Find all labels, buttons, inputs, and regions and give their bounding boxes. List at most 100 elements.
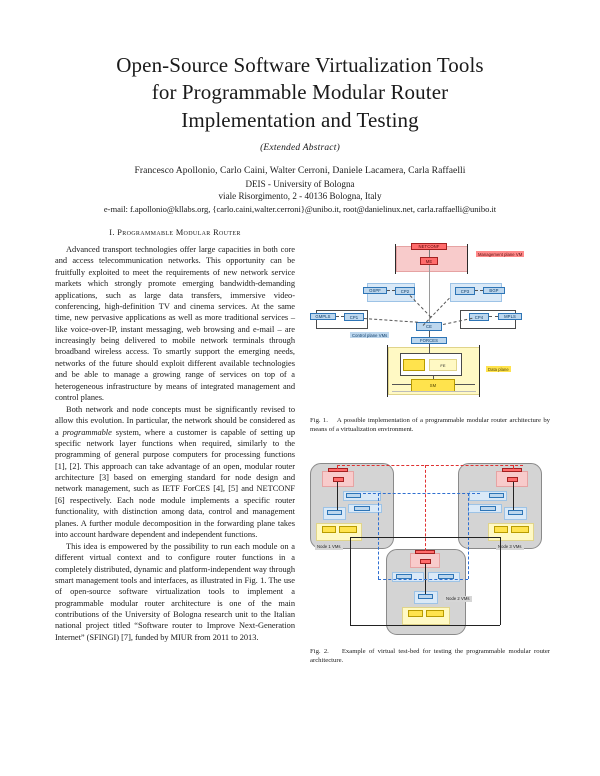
paper-subtitle: (Extended Abstract) (260, 142, 340, 153)
paragraph-2-part-b: system, where a customer is capable of s… (55, 427, 295, 539)
data-left-bar (387, 345, 389, 397)
right-column: NETCONF ME Management plane VM OSPF CP2 … (310, 228, 550, 665)
section-number: I. (109, 228, 115, 237)
node3-label: Node 3 VMs (496, 543, 524, 550)
email-line: e-mail: f.apollonio@kllabs.org, {carlo.c… (103, 203, 497, 214)
page-title: Open-Source Software Virtualization Tool… (55, 52, 545, 134)
paper-header: Open-Source Software Virtualization Tool… (55, 52, 545, 214)
title-line-3: Implementation and Testing (181, 107, 419, 132)
cp1-box: CP1 (344, 313, 364, 321)
ospf-cp2-link (387, 290, 395, 291)
node3-fe (494, 525, 508, 533)
forces-fe-link (429, 344, 430, 353)
forces-box: FORCES (411, 337, 447, 344)
node1-cp-b (354, 505, 370, 511)
cp4-box: CP4 (469, 313, 489, 321)
figure-1-caption: Fig. 1. A possible implementation of a p… (310, 417, 550, 435)
figure-2-caption-text: Example of virtual test-bed for testing … (310, 647, 551, 664)
node2-ce (418, 593, 433, 599)
node3-netconf (502, 467, 522, 472)
node2-sm (426, 609, 444, 617)
node1-cp-a (346, 492, 361, 498)
fe-box: FE (429, 359, 457, 371)
mgmt-network-node3-drop (513, 464, 514, 469)
figure-1-caption-text: A possible implementation of a programma… (310, 417, 551, 433)
me-ce-link (429, 265, 430, 322)
node1-sm (339, 525, 357, 533)
fe-sub-box (403, 359, 425, 371)
section-heading: I. Programmable Modular Router (55, 228, 295, 237)
control-network-left-drop (378, 492, 379, 579)
title-line-1: Open-Source Software Virtualization Tool… (116, 53, 484, 77)
node2-cp-b (438, 573, 454, 579)
postal-address: viale Risorgimento, 2 - 40136 Bologna, I… (218, 190, 382, 201)
title-line-2: for Programmable Modular Router (151, 80, 449, 105)
cp3-bgp-link (475, 290, 483, 291)
node1-label: Node 1 VMs (315, 543, 343, 550)
me-box: ME (420, 257, 438, 265)
paragraph-2: Both network and node concepts must be s… (55, 404, 295, 541)
paragraph-2-emphasis: programmable (62, 427, 112, 437)
figure-2-image: Node 1 VMs Node 3 VMs (310, 441, 550, 641)
netconf-me-link (429, 250, 430, 257)
node1-fe (322, 525, 336, 533)
cp2-ce-link (409, 295, 432, 318)
node3-cp-region-a (469, 490, 507, 501)
node3-me (507, 476, 518, 482)
affiliation: DEIS - University of Bologna (245, 178, 355, 189)
ce-forces-link (429, 331, 430, 337)
paragraph-3: This idea is empowered by the possibilit… (55, 541, 295, 642)
control-network-horizontal (358, 492, 480, 494)
node2-label: Node 2 VMs (444, 595, 472, 602)
sm-in-link (392, 384, 411, 385)
figure-1-image: NETCONF ME Management plane VM OSPF CP2 … (310, 232, 550, 410)
data-network-horizontal (350, 536, 500, 538)
mgmt-network-node2-drop (425, 464, 426, 551)
cp1-ce-link (363, 318, 418, 323)
figure-2-caption: Fig. 2. Example of virtual test-bed for … (310, 648, 550, 666)
node1-netconf (328, 467, 348, 472)
mgmt-network-horizontal (337, 464, 523, 466)
section-title: Programmable Modular Router (117, 228, 241, 237)
node2-fe (408, 609, 423, 617)
node1-me (333, 476, 344, 482)
mgmt-left-bar (395, 244, 397, 274)
data-right-bar (479, 345, 481, 397)
mgmt-network-node1-drop (337, 464, 338, 469)
node3-me-ce-link (513, 481, 514, 510)
paragraph-2-part-a: Both network and node concepts must be s… (55, 404, 295, 437)
gmpls-box: GMPLS (310, 313, 336, 320)
control-network-bottom (378, 578, 468, 580)
data-network-bottom (350, 624, 500, 626)
data-network-right-drop (500, 536, 501, 625)
data-plane-label: Data plane (486, 366, 511, 372)
management-plane-label: Management plane VM (476, 251, 525, 257)
sm-out-link (455, 384, 475, 385)
mgmt-right-bar (467, 244, 469, 274)
ospf-box: OSPF (363, 287, 387, 294)
data-network-left-drop (350, 536, 351, 625)
ce-box: CE (416, 322, 442, 331)
node2-me (420, 558, 431, 564)
gmpls-cp1-link (336, 316, 344, 317)
node1-me-ce-link (337, 481, 338, 510)
bgp-box: BGP (483, 287, 505, 294)
control-network-right-drop (468, 492, 469, 579)
fe-sm-link (433, 376, 434, 379)
paragraph-1: Advanced transport technologies offer la… (55, 245, 295, 402)
author-list: Francesco Apollonio, Carlo Caini, Walter… (134, 164, 466, 176)
left-column: I. Programmable Modular Router Advanced … (55, 228, 295, 644)
node3-cp-a (489, 492, 504, 498)
control-plane-label: Control plane VMs (350, 332, 390, 338)
cp4-mpls-link (489, 316, 498, 317)
data-bus (392, 391, 476, 392)
mpls-box: MPLS (498, 313, 522, 320)
node3-ce (508, 509, 523, 515)
cp2-box: CP2 (395, 287, 415, 295)
node1-cp-region-a (343, 490, 381, 501)
figure-1-label: Fig. 1. (310, 417, 328, 424)
node3-cp-b (480, 505, 496, 511)
node1-ce (327, 509, 342, 515)
figure-2-label: Fig. 2. (310, 647, 329, 655)
